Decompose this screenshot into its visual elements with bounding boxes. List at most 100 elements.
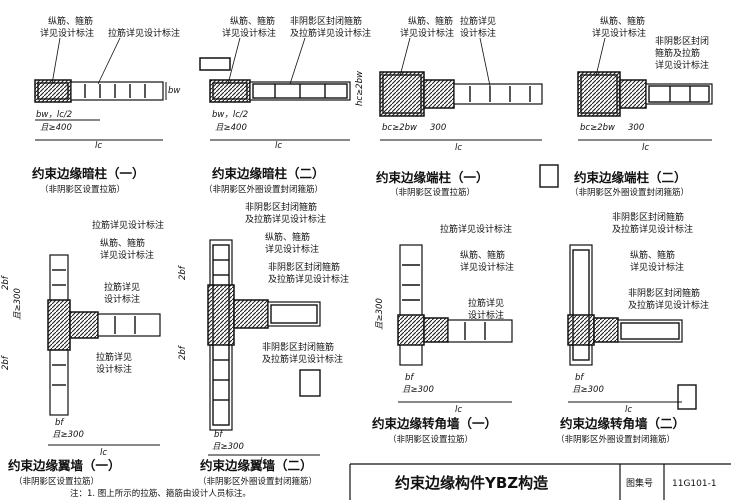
label-rebar: 纵筋、箍筋 [600, 15, 645, 27]
label-closed-stirrup-3-detail: 及拉筋详见设计标注 [262, 353, 343, 365]
panel-end-column-2: bc≥2bw 300 lc 纵筋、箍筋 详见设计标注 非阴影区封闭 箍筋及拉筋 … [539, 15, 713, 198]
dim-lc: lc [275, 141, 282, 151]
label-rebar-detail: 详见设计标注 [265, 243, 319, 255]
wall-body [70, 81, 164, 101]
title-block: 约束边缘构件YBZ构造 图集号 11G101-1 [349, 463, 731, 500]
label-closed-stirrup-2: 非阴影区封闭箍筋 [268, 261, 340, 273]
label-tie-3-detail: 设计标注 [96, 363, 132, 375]
label-tie-2: 拉筋详见 [468, 297, 504, 309]
panel-title: 约束边缘转角墙（一） [372, 416, 497, 431]
dim-lc: lc [642, 143, 649, 153]
label-rebar-detail: 详见设计标注 [460, 261, 514, 273]
label-closed-stirrup-3: 详见设计标注 [655, 59, 709, 71]
label-closed-stirrup-3: 非阴影区封闭箍筋 [262, 341, 334, 353]
panel-subtitle: （非阴影区设置拉筋） [14, 476, 99, 487]
label-closed-stirrup-detail: 及拉筋详见设计标注 [290, 27, 371, 39]
dim-ge300: 且≥300 [13, 288, 23, 320]
dim-bc: bc≥2bw [382, 123, 417, 133]
dim-300: 300 [628, 123, 644, 133]
panel-flange-wall-2: 2bf 2bf bf 且≥300 lc 非阴影区封闭箍筋 及拉筋详见设计标注 纵… [178, 201, 349, 487]
dim-lc: lc [455, 143, 462, 153]
panel-title: 约束边缘暗柱（一） [32, 166, 145, 181]
label-tie: 拉筋详见设计标注 [440, 223, 512, 235]
panel-title: 约束边缘翼墙（一） [8, 458, 121, 473]
dim-ge300-h: 且≥300 [212, 442, 244, 452]
panel-title: 约束边缘转角墙（二） [560, 416, 685, 431]
panel-subtitle: （非阴影区设置拉筋） [388, 434, 473, 445]
label-tie-detail: 设计标注 [460, 27, 496, 39]
dim-300: 300 [430, 123, 446, 133]
label-rebar: 纵筋、箍筋 [265, 231, 310, 243]
dim-lc: lc [100, 448, 107, 458]
panel-end-column-1: bc≥2bw 300 lc hc≥2bw 纵筋、箍筋 详见设计标注 拉筋详见 设… [355, 15, 543, 198]
label-rebar-detail: 详见设计标注 [100, 249, 154, 261]
label-rebar: 纵筋、箍筋 [408, 15, 453, 27]
dim-lc: lc [95, 141, 102, 151]
label-tie: 拉筋详见设计标注 [92, 219, 164, 231]
dim-bf: bf [55, 418, 65, 428]
panel-subtitle: （非阴影区外圈设置封闭箍筋） [556, 434, 675, 445]
label-closed-stirrup-2: 非阴影区封闭箍筋 [628, 287, 700, 299]
label-rebar-detail: 详见设计标注 [630, 261, 684, 273]
panel-title: 约束边缘翼墙（二） [200, 458, 313, 473]
dim-2bf-lower: 2bf [1, 354, 11, 370]
dim-ge300: 且≥300 [375, 298, 385, 330]
dim-ge300-h: 且≥300 [52, 430, 84, 440]
label-closed-stirrup: 非阴影区封闭箍筋 [612, 211, 684, 223]
atlas-number: 11G101-1 [672, 479, 717, 489]
label-closed-stirrup-2: 箍筋及拉筋 [655, 47, 700, 59]
dim-ge400: 且≥400 [40, 123, 72, 133]
tie-bars [37, 82, 146, 100]
panel-title: 约束边缘端柱（二） [574, 170, 687, 185]
label-closed-stirrup-2-detail: 及拉筋详见设计标注 [628, 299, 709, 311]
label-closed-stirrup-detail: 及拉筋详见设计标注 [612, 223, 693, 235]
label-closed-stirrup: 非阴影区封闭 [655, 35, 709, 47]
label-tie: 拉筋详见设计标注 [108, 27, 180, 39]
dim-bf: bf [405, 373, 415, 383]
dim-bf: bf [575, 373, 585, 383]
label-tie-2-detail: 设计标注 [104, 293, 140, 305]
label-rebar: 纵筋、箍筋 [460, 249, 505, 261]
panel-dark-column-2: bw，lc/2 且≥400 lc 纵筋、箍筋 详见设计标注 非阴影区封闭箍筋 及… [199, 15, 371, 195]
panel-subtitle: （非阴影区外圈设置封闭箍筋） [198, 476, 317, 487]
panel-title: 约束边缘端柱（一） [376, 170, 489, 185]
label-tie-2-detail: 设计标注 [468, 309, 504, 321]
label-rebar: 纵筋、箍筋 [100, 237, 145, 249]
label-closed-stirrup: 非阴影区封闭箍筋 [290, 15, 362, 27]
label-rebar: 纵筋、箍筋 [230, 15, 275, 27]
dim-ge300-h: 且≥300 [402, 385, 434, 395]
label-closed-stirrup-2-detail: 及拉筋详见设计标注 [268, 273, 349, 285]
label-rebar: 纵筋、箍筋 [630, 249, 675, 261]
dim-bc: bc≥2bw [580, 123, 615, 133]
dim-bf: bf [214, 430, 224, 440]
panel-title: 约束边缘暗柱（二） [212, 166, 325, 181]
dim-bw-lc2: bw，lc/2 [212, 110, 248, 120]
dim-lc: lc [260, 457, 267, 467]
dim-lc: lc [625, 405, 632, 415]
dim-bw: bw [168, 86, 180, 96]
dim-ge400: 且≥400 [215, 123, 247, 133]
panel-flange-wall-1: 2bf 且≥300 2bf bf 且≥300 lc 拉筋详见设计标注 纵筋、箍筋… [1, 219, 164, 487]
dim-2bf-lower: 2bf [178, 344, 188, 360]
panel-subtitle: （非阴影区外圈设置封闭箍筋） [204, 184, 323, 195]
panel-corner-wall-1: 且≥300 bf 且≥300 lc 拉筋详见设计标注 纵筋、箍筋 详见设计标注 … [372, 223, 514, 445]
panel-corner-wall-2: bf 且≥300 lc 非阴影区封闭箍筋 及拉筋详见设计标注 纵筋、箍筋 详见设… [556, 211, 709, 445]
dim-bw-lc2: bw，lc/2 [36, 110, 72, 120]
panel-dark-column-1: bw bw，lc/2 且≥400 lc 纵筋、箍筋 详见设计标注 拉筋详见设计标… [32, 15, 180, 195]
label-closed-stirrup: 非阴影区封闭箍筋 [245, 201, 317, 213]
dim-2bf: 2bf [1, 274, 11, 290]
label-tie: 拉筋详见 [460, 15, 496, 27]
panel-subtitle: （非阴影区设置拉筋） [40, 184, 125, 195]
label-rebar-detail: 详见设计标注 [592, 27, 646, 39]
dim-lc: lc [455, 405, 462, 415]
panel-subtitle: （非阴影区外圈设置封闭箍筋） [570, 187, 689, 198]
label-rebar-detail: 详见设计标注 [222, 27, 276, 39]
panel-subtitle: （非阴影区设置拉筋） [390, 187, 475, 198]
label-closed-stirrup-detail: 及拉筋详见设计标注 [245, 213, 326, 225]
label-tie-2: 拉筋详见 [104, 281, 140, 293]
label-rebar: 纵筋、箍筋 [48, 15, 93, 27]
label-rebar-detail: 详见设计标注 [400, 27, 454, 39]
dim-hc: hc≥2bw [355, 71, 365, 106]
dim-ge300-h: 且≥300 [572, 385, 604, 395]
